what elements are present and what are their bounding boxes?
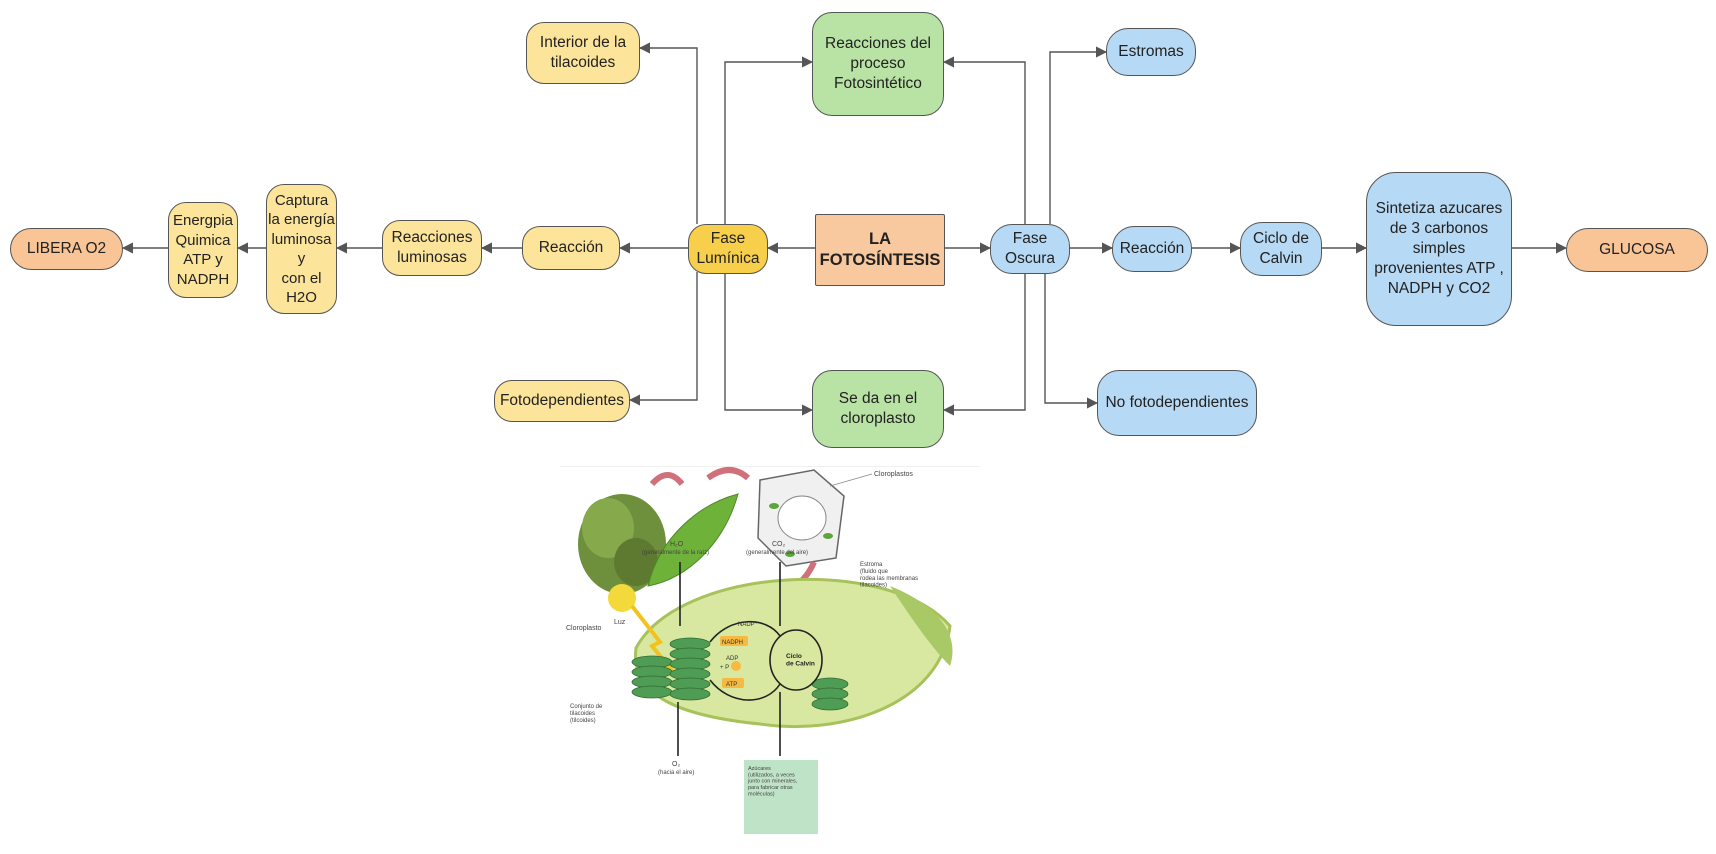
node-fase-oscura: Fase Oscura xyxy=(990,224,1070,274)
label-p: + P xyxy=(720,665,729,671)
label-nadph: NADPH xyxy=(722,640,743,646)
node-reaccion-luminica: Reacción xyxy=(522,226,620,270)
label-co2: CO₂ xyxy=(772,541,786,548)
node-reacciones-proceso: Reacciones del proceso Fotosintético xyxy=(812,12,944,116)
connector-luminica-to-reacciones-proceso xyxy=(724,56,814,224)
label-co2-sub: (generalmente del aire) xyxy=(746,550,808,556)
label-luz: Luz xyxy=(614,619,626,626)
thylakoid-stack-right xyxy=(811,677,849,711)
label-h2o-sub: (generalmente de la raíz) xyxy=(642,550,709,556)
node-glucosa: GLUCOSA xyxy=(1566,228,1708,272)
node-captura-energia: Captura la energía luminosa y con el H2O xyxy=(266,184,337,314)
node-fotodependientes: Fotodependientes xyxy=(494,380,630,422)
connector-oscura-to-estromas xyxy=(1049,46,1108,224)
label-atp: ATP xyxy=(726,682,737,688)
node-interior-tilacoides: Interior de la tilacoides xyxy=(526,22,640,84)
node-la-fotosintesis: LA FOTOSÍNTESIS xyxy=(815,214,945,286)
connector-oscura-to-no-fotodependientes xyxy=(1044,272,1099,409)
plant-cell-icon xyxy=(757,469,845,567)
pink-arrow-leaf-to-cell xyxy=(706,467,750,481)
chloroplast-illustration: Cloroplastos Luz xyxy=(560,466,980,834)
connector-luminica-to-fotodependientes xyxy=(628,272,698,406)
pink-arrow-tree-to-leaf xyxy=(649,472,685,487)
label-nadp: NADP⁺ xyxy=(738,621,758,628)
thylakoid-stack-left xyxy=(631,655,673,699)
connector-oscura-to-reacciones-proceso xyxy=(942,56,1026,224)
tree-icon xyxy=(578,494,666,594)
thylakoid-stack-center xyxy=(669,637,711,701)
calvin-cycle-ring xyxy=(769,629,823,691)
node-energia-quimica: Energpia Quimica ATP y NADPH xyxy=(168,202,238,298)
connector-luminica-to-cloroplasto xyxy=(724,272,814,416)
chloroplast-body xyxy=(634,577,953,728)
nadph-chip xyxy=(720,636,748,646)
node-sintetiza-azucares: Sintetiza azucares de 3 carbonos simples… xyxy=(1366,172,1512,326)
leaf-icon xyxy=(647,493,739,587)
sun-icon xyxy=(608,584,636,612)
connector-oscura-to-cloroplasto xyxy=(942,272,1026,416)
node-libera-o2: LIBERA O2 xyxy=(10,228,123,270)
atp-chip xyxy=(722,678,744,688)
atp-loop xyxy=(709,679,781,701)
node-estromas: Estromas xyxy=(1106,28,1196,76)
label-h2o: H₂O xyxy=(670,541,684,548)
phosphate-chip xyxy=(731,661,741,671)
label-o2-sub: (hacia el aire) xyxy=(658,770,694,776)
label-cloroplastos: Cloroplastos xyxy=(874,471,913,478)
node-se-da-cloroplasto: Se da en el cloroplasto xyxy=(812,370,944,448)
connector-luminica-to-interior xyxy=(638,42,698,224)
node-ciclo-calvin: Ciclo de Calvin xyxy=(1240,222,1322,276)
node-reacciones-luminosas: Reacciones luminosas xyxy=(382,220,482,276)
label-adp: ADP xyxy=(726,656,738,662)
nadp-loop xyxy=(709,620,781,643)
node-reaccion-oscura: Reacción xyxy=(1112,226,1192,272)
azucares-box xyxy=(744,760,818,834)
node-fase-luminica: Fase Lumínica xyxy=(688,224,768,274)
label-cloroplasto: Cloroplasto xyxy=(566,625,602,632)
label-o2: O₂ xyxy=(672,761,680,768)
node-no-fotodependientes: No fotodependientes xyxy=(1097,370,1257,436)
